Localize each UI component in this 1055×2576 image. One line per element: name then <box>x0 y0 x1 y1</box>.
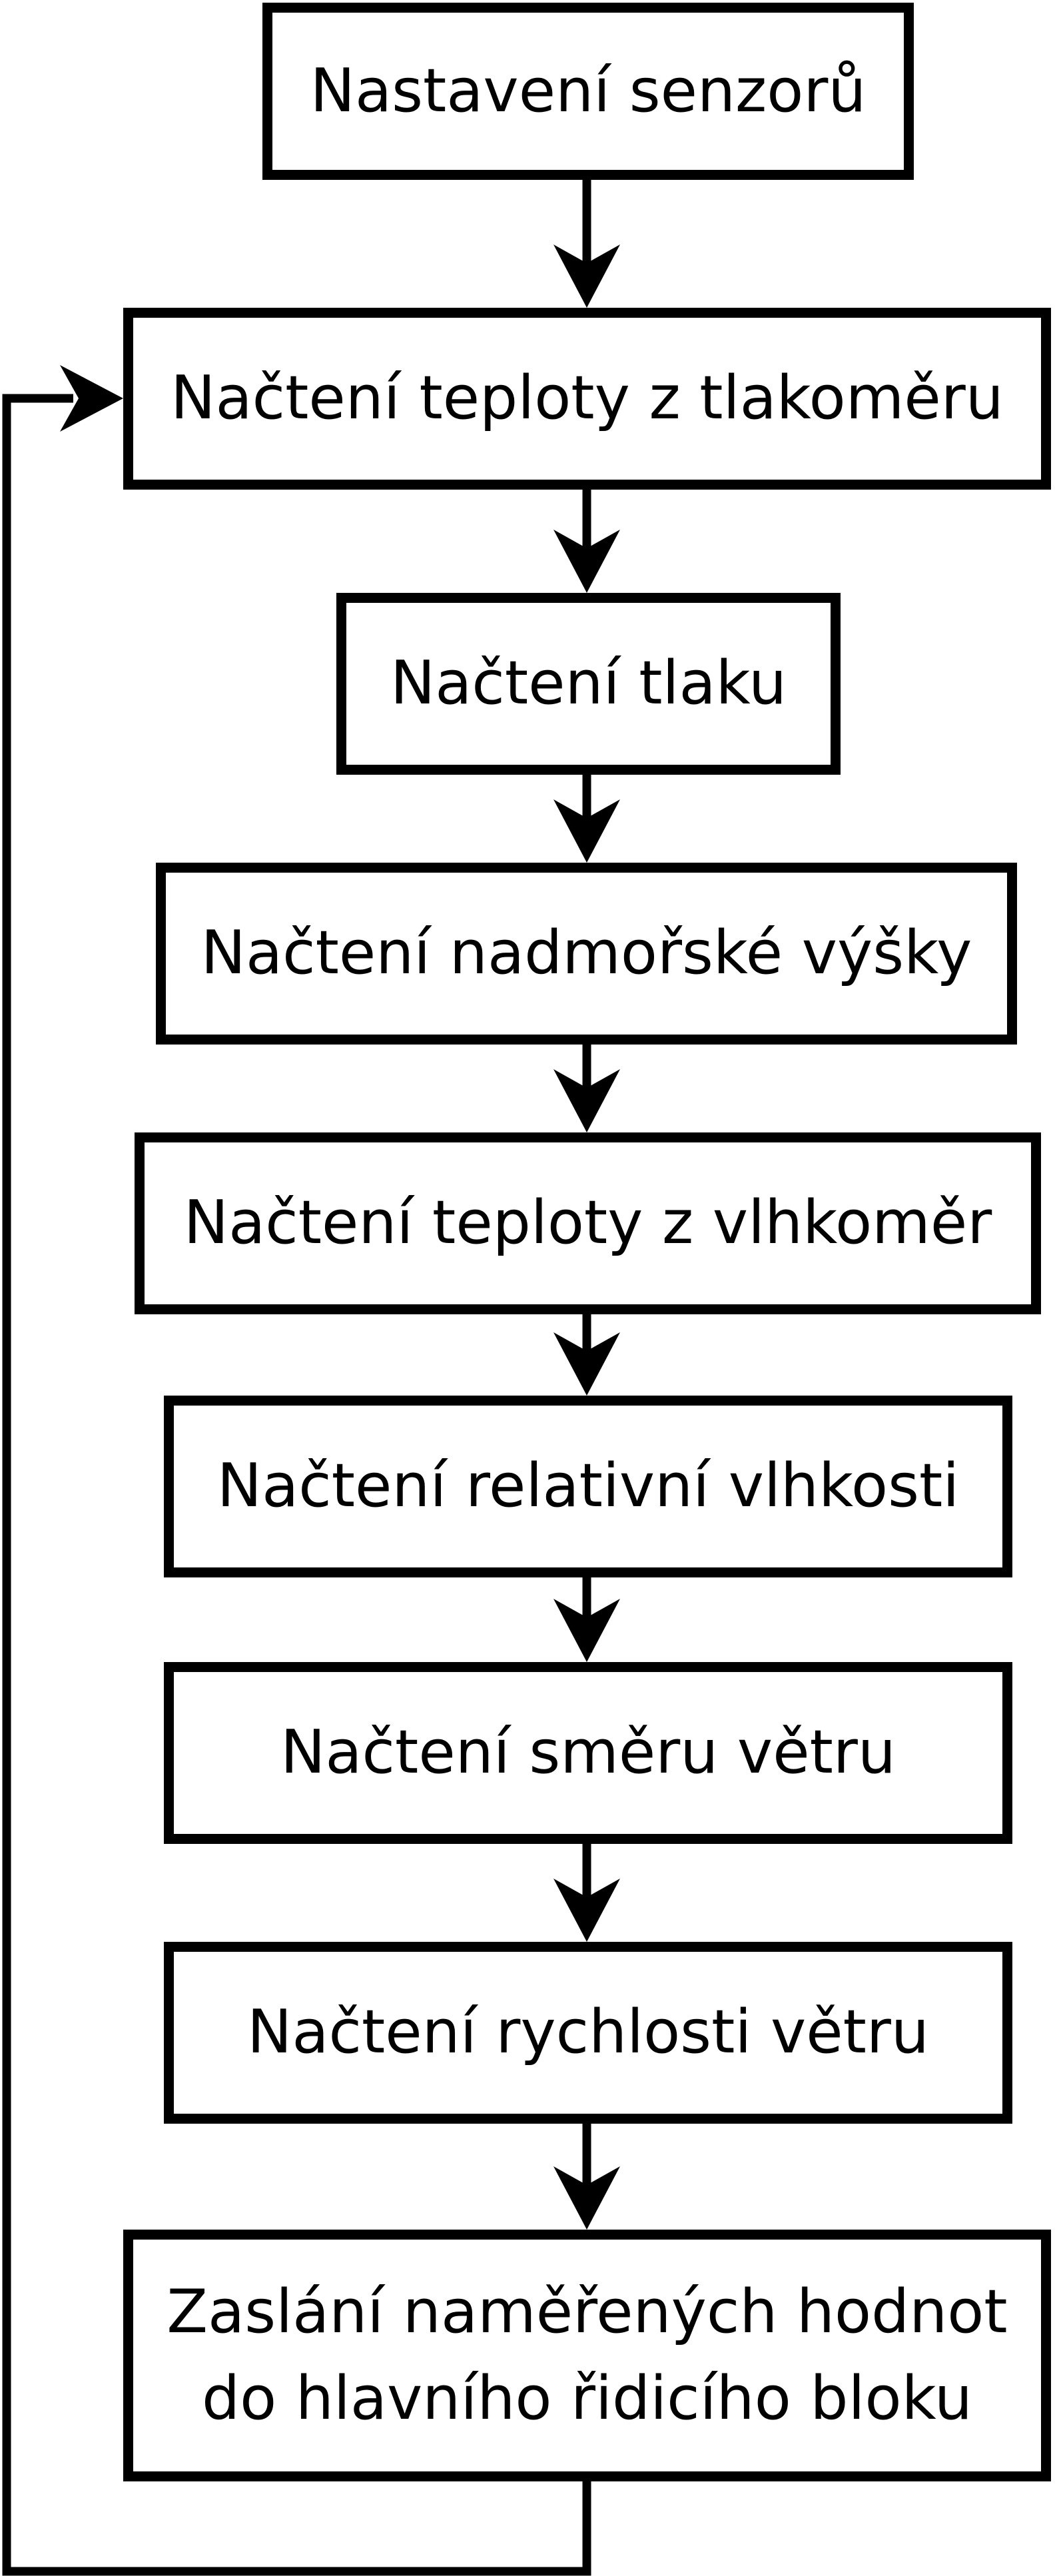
flow-arrow-8 <box>553 2119 620 2230</box>
flow-box-nacteni-smeru-vetru: Načtení směru větru <box>164 1662 1012 1844</box>
flow-box-label: Načtení rychlosti větru <box>247 1997 929 2068</box>
flow-arrow-5 <box>553 1310 620 1396</box>
flow-box-label: Nastavení senzorů <box>310 55 867 126</box>
flow-box-zaslani-namerenych-hodnot: Zaslání naměřených hodnot do hlavního ři… <box>123 2230 1051 2481</box>
flow-box-nacteni-teploty-z-vlhkomer: Načtení teploty z vlhkoměr <box>135 1132 1041 1314</box>
arrowhead-down-icon <box>553 1599 620 1662</box>
flow-box-nacteni-relativni-vlhkosti: Načtení relativní vlhkosti <box>164 1396 1012 1577</box>
flow-box-label: Načtení teploty z vlhkoměr <box>183 1188 992 1258</box>
flow-arrow-7 <box>553 1839 620 1942</box>
flow-box-label: Načtení nadmořské výšky <box>200 918 972 989</box>
flow-box-label: Načtení teploty z tlakoměru <box>171 363 1004 434</box>
flow-box-label-line-2: do hlavního řidicího bloku <box>202 2363 972 2433</box>
flow-arrow-6 <box>553 1573 620 1662</box>
arrowhead-down-icon <box>553 1332 620 1396</box>
flow-arrow-4 <box>553 1040 620 1132</box>
flow-box-nacteni-tlaku: Načtení tlaku <box>336 593 841 775</box>
flow-box-label-multiline: Zaslání naměřených hodnot do hlavního ři… <box>167 2269 1007 2443</box>
loop-back-path <box>2 394 591 2576</box>
arrowhead-down-icon <box>553 799 620 863</box>
flow-box-nastaveni-senzoru: Nastavení senzorů <box>262 3 914 180</box>
flow-box-label: Načtení relativní vlhkosti <box>216 1451 960 1521</box>
flow-box-nacteni-rychlosti-vetru: Načtení rychlosti větru <box>164 1942 1012 2124</box>
flow-box-label: Načtení tlaku <box>390 648 787 719</box>
loop-back-arrow <box>2 365 591 2576</box>
flow-arrow-2 <box>553 485 620 593</box>
arrowhead-down-icon <box>553 530 620 593</box>
flow-arrow-3 <box>553 770 620 863</box>
arrowhead-right-icon <box>60 365 123 432</box>
arrowhead-down-icon <box>553 1879 620 1942</box>
arrowhead-down-icon <box>553 1069 620 1132</box>
flow-box-nacteni-teploty-z-tlakomeru: Načtení teploty z tlakoměru <box>123 308 1051 490</box>
flow-arrow-1 <box>553 175 620 308</box>
arrowhead-down-icon <box>553 244 620 308</box>
arrowhead-down-icon <box>553 2166 620 2230</box>
flow-box-label: Načtení směru větru <box>280 1717 896 1788</box>
flow-box-nacteni-nadmorske-vysky: Načtení nadmořské výšky <box>156 863 1017 1045</box>
flow-box-label-line-1: Zaslání naměřených hodnot <box>167 2276 1008 2347</box>
